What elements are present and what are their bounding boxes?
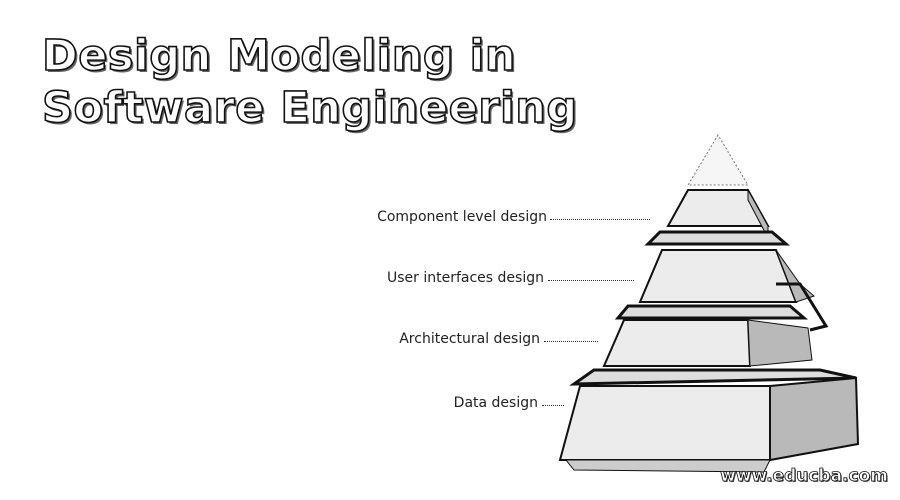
layer-label-data: Data design	[453, 395, 538, 411]
layer-label-architectural: Architectural design	[399, 331, 540, 347]
title-line-2: Software Engineering	[41, 82, 578, 134]
pyramid-apex	[687, 134, 749, 186]
site-watermark: www.educba.com	[720, 466, 889, 487]
pyramid-layer-data	[558, 376, 860, 473]
layer-label-component: Component level design	[377, 209, 547, 225]
leader-line-architectural	[544, 341, 598, 342]
title-line-1: Design Modeling in	[41, 30, 517, 82]
page-title: Design Modeling in Software Engineering	[41, 30, 578, 134]
pyramid-layer-ui	[614, 249, 829, 332]
leader-line-component	[550, 219, 650, 220]
leader-line-data	[542, 405, 564, 406]
leader-line-ui	[548, 280, 634, 281]
pyramid-layer-architectural	[569, 319, 857, 386]
layer-label-ui: User interfaces design	[387, 270, 544, 286]
pyramid-layer-component	[644, 188, 791, 246]
